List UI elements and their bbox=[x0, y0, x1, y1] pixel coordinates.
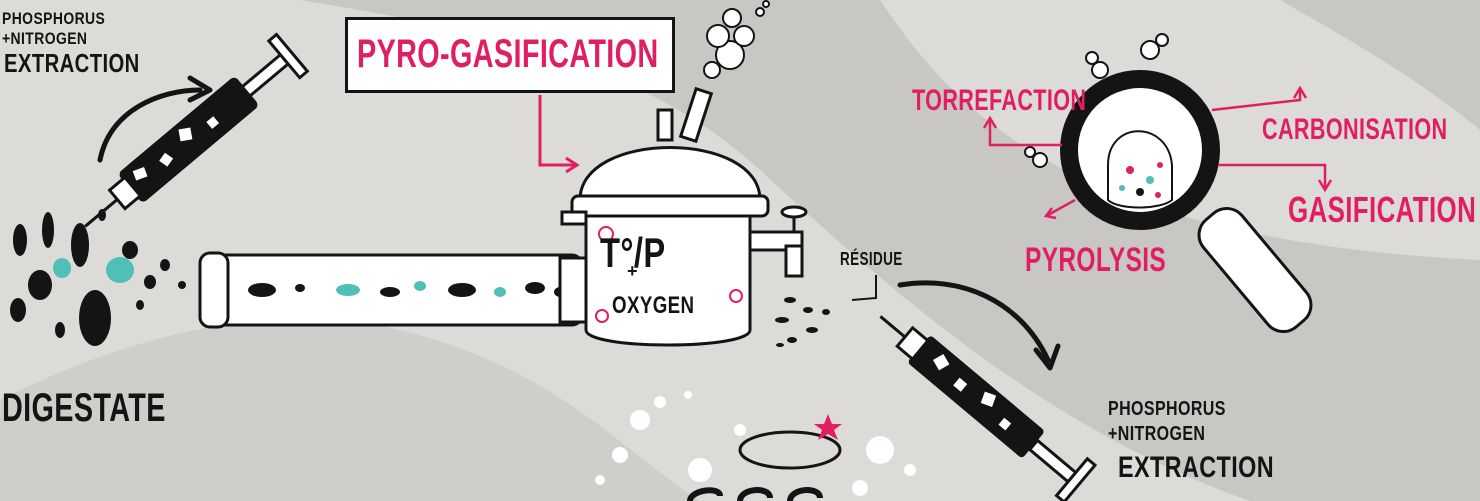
digestate-particles bbox=[10, 209, 186, 346]
residue-label: RÉSIDUE bbox=[840, 250, 903, 268]
extraction-right-line3: EXTRACTION bbox=[1118, 453, 1274, 483]
gasification-label: GASIFICATION bbox=[1288, 192, 1476, 228]
reactor-plus-label: + bbox=[627, 262, 638, 280]
reactor-oxygen-label: OXYGEN bbox=[612, 294, 694, 318]
digestate-label: DIGESTATE bbox=[2, 388, 166, 428]
pipe-icon bbox=[200, 253, 600, 327]
torrefaction-label: TORREFACTION bbox=[912, 86, 1086, 116]
extraction-left-line2: +NITROGEN bbox=[2, 30, 87, 47]
title-pointer-arrow bbox=[540, 95, 575, 165]
ring-outline bbox=[740, 432, 840, 468]
extraction-right-line1: PHOSPHORUS bbox=[1108, 399, 1226, 419]
bottom-partial-text-shape bbox=[690, 490, 820, 501]
residue-pointer bbox=[852, 275, 876, 300]
extraction-left-line3: EXTRACTION bbox=[4, 50, 140, 76]
page-title: PYRO-GASIFICATION bbox=[357, 34, 659, 74]
pyrolysis-label: PYROLYSIS bbox=[1025, 243, 1166, 277]
extraction-right-line2: +NITROGEN bbox=[1108, 424, 1205, 444]
extraction-left-line1: PHOSPHORUS bbox=[2, 10, 105, 27]
residue-particles bbox=[775, 297, 830, 347]
carbonisation-label: CARBONISATION bbox=[1262, 115, 1447, 145]
